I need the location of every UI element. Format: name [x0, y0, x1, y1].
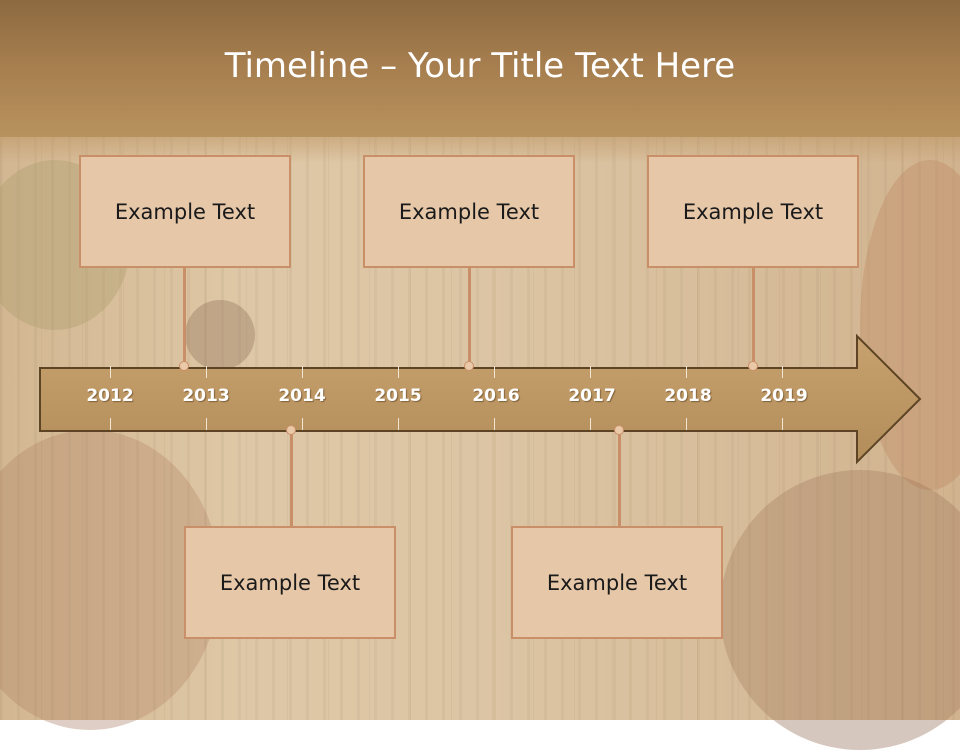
- title-bar: [0, 0, 960, 137]
- tick-mark: [494, 366, 495, 378]
- event-box-1[interactable]: Example Text: [79, 155, 291, 268]
- tick-mark: [686, 366, 687, 378]
- event-connector: [183, 268, 186, 366]
- event-box-3[interactable]: Example Text: [647, 155, 859, 268]
- tick-mark: [206, 418, 207, 430]
- event-marker: [179, 361, 189, 371]
- event-marker: [286, 425, 296, 435]
- year-label-2016: 2016: [472, 386, 520, 406]
- timeline-arrow: [39, 333, 922, 465]
- year-label-2014: 2014: [278, 386, 326, 406]
- year-label-2019: 2019: [760, 386, 808, 406]
- tick-mark: [302, 366, 303, 378]
- year-label-2015: 2015: [374, 386, 422, 406]
- year-label-2018: 2018: [664, 386, 712, 406]
- tick-mark: [110, 418, 111, 430]
- timeline-arrow-shape: [39, 333, 922, 465]
- event-marker: [748, 361, 758, 371]
- event-box-2[interactable]: Example Text: [363, 155, 575, 268]
- event-connector: [468, 268, 471, 366]
- tick-mark: [302, 418, 303, 430]
- star-anise-decoration: [0, 430, 220, 730]
- tick-mark: [494, 418, 495, 430]
- tick-mark: [782, 366, 783, 378]
- tick-mark: [206, 366, 207, 378]
- event-connector: [290, 430, 293, 527]
- tick-mark: [782, 418, 783, 430]
- event-box-5[interactable]: Example Text: [511, 526, 723, 639]
- tick-mark: [110, 366, 111, 378]
- cloves-decoration: [720, 470, 960, 750]
- tick-mark: [398, 366, 399, 378]
- tick-mark: [590, 366, 591, 378]
- event-connector: [752, 268, 755, 366]
- event-marker: [614, 425, 624, 435]
- tick-mark: [686, 418, 687, 430]
- coffee-bean-decoration: [185, 300, 255, 370]
- event-connector: [618, 430, 621, 527]
- tick-mark: [590, 418, 591, 430]
- tick-mark: [398, 418, 399, 430]
- slide-title: Timeline – Your Title Text Here: [224, 46, 736, 86]
- year-label-2017: 2017: [568, 386, 616, 406]
- event-marker: [464, 361, 474, 371]
- year-label-2012: 2012: [86, 386, 134, 406]
- event-box-4[interactable]: Example Text: [184, 526, 396, 639]
- year-label-2013: 2013: [182, 386, 230, 406]
